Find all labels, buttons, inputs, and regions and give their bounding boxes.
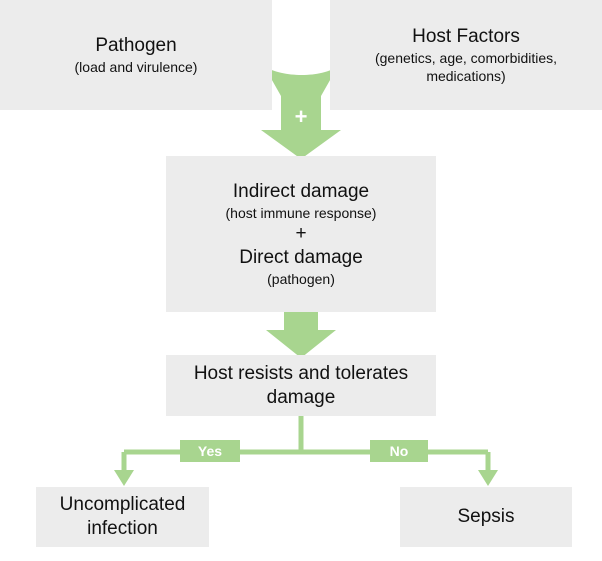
host-factors-subtitle-2: medications) [426,67,506,84]
damage-box: Indirect damage (host immune response) +… [166,156,436,312]
uncomplicated-infection-box: Uncomplicated infection [36,487,209,547]
indirect-damage-note: (host immune response) [225,204,377,221]
host-factors-subtitle-1: (genetics, age, comorbidities, [374,49,558,66]
uncomplicated-line-2: infection [87,518,158,539]
uncomplicated-line-1: Uncomplicated [59,494,186,516]
pathogen-subtitle: (load and virulence) [74,58,198,75]
direct-damage-label: Direct damage [239,246,363,268]
damage-arrow [266,312,336,358]
host-factors-box: Host Factors (genetics, age, comorbiditi… [330,0,602,110]
yes-label: Yes [180,440,240,462]
sepsis-box: Sepsis [400,487,572,547]
host-factors-title: Host Factors [412,25,520,47]
pathogen-box: Pathogen (load and virulence) [0,0,272,110]
no-label: No [370,440,428,462]
indirect-damage-label: Indirect damage [232,181,370,203]
merge-arrow [261,66,341,159]
no-arrowhead [478,470,498,486]
plus-sign: + [295,104,308,129]
yes-arrowhead [114,470,134,486]
pathogen-title: Pathogen [95,35,177,57]
host-resists-line-1: Host resists and tolerates [193,362,409,384]
branch-connector [121,416,491,473]
host-resists-box: Host resists and tolerates damage [166,355,436,416]
sepsis-label: Sepsis [457,506,515,528]
damage-plus: + [295,223,307,245]
host-resists-line-2: damage [266,386,336,408]
direct-damage-note: (pathogen) [267,270,335,287]
